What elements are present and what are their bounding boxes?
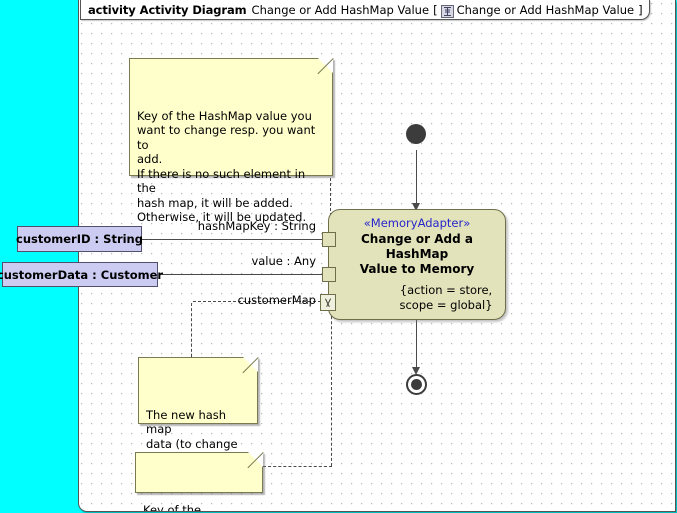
pin-value[interactable] [322,267,336,282]
edge-action-to-final [416,320,417,373]
anchor-note-hashmap-itself-horizontal [263,466,332,467]
chevron-down-icon [324,299,333,306]
note-hashmap-key-text: Key of the HashMap value you want to cha… [137,108,316,225]
frame-title-tab: activity Activity Diagram Change or Add … [80,0,650,20]
param-customer-id[interactable]: customerID : String [16,226,143,252]
param-customer-data[interactable]: customerData : Customer [0,262,163,287]
frame-bracket-close: ] [638,2,643,17]
note-hashmap-itself[interactable]: Key of the HashMap itself within memory. [135,452,264,511]
action-stereotype: «MemoryAdapter» [363,216,471,230]
pin-hash-map-key[interactable] [322,232,336,247]
param-customer-data-label: customerData : Customer [0,267,164,282]
edge-initial-to-action-arrowhead [412,203,420,211]
diagram-frame: «MemoryAdapter» Change or Add a HashMap … [78,0,676,512]
pin-customer-map[interactable] [320,294,336,311]
action-node-change-or-add-hashmap[interactable]: «MemoryAdapter» Change or Add a HashMap … [328,209,506,320]
note-hashmap-itself-text: Key of the HashMap itself within memory. [143,502,202,512]
canvas-left-band [0,0,78,513]
frame-bracket-open: [ [433,2,438,17]
note-new-hashmap-data[interactable]: The new hash map data (to change or add)… [138,357,259,480]
param-customer-id-label: customerID : String [16,232,143,246]
note-fold-corner [243,357,258,372]
note-fold-corner [318,58,333,73]
action-properties: {action = store, scope = global} [399,283,493,312]
frame-scoped-name: Change or Add HashMap Value [456,2,635,17]
pin-label-customer-map: customerMap [237,293,316,307]
pin-label-value: value : Any [251,254,316,268]
pin-label-hash-map-key: hashMapKey : String [197,219,316,233]
activity-final-node-core [411,379,422,390]
activity-final-node[interactable] [406,374,427,395]
anchor-note-hashmap-key-horizontal [193,301,331,302]
edge-action-to-final-arrowhead [412,367,420,375]
note-fold-corner [248,452,263,467]
anchor-note-new-data [191,303,192,357]
frame-name: Change or Add HashMap Value [251,2,430,17]
frame-type-label: Activity Diagram [139,2,247,17]
frame-keyword: activity [88,2,136,17]
activity-diagram-icon [440,5,454,18]
action-title: Change or Add a HashMap Value to Memory [359,232,475,276]
anchor-note-hashmap-itself-vertical [331,306,332,466]
note-hashmap-key[interactable]: Key of the HashMap value you want to cha… [129,58,334,224]
initial-node[interactable] [406,124,426,144]
edge-initial-to-action [416,150,417,209]
edge-customer-data-to-value [159,274,338,275]
edge-customer-id-to-hash-map-key [142,239,338,240]
